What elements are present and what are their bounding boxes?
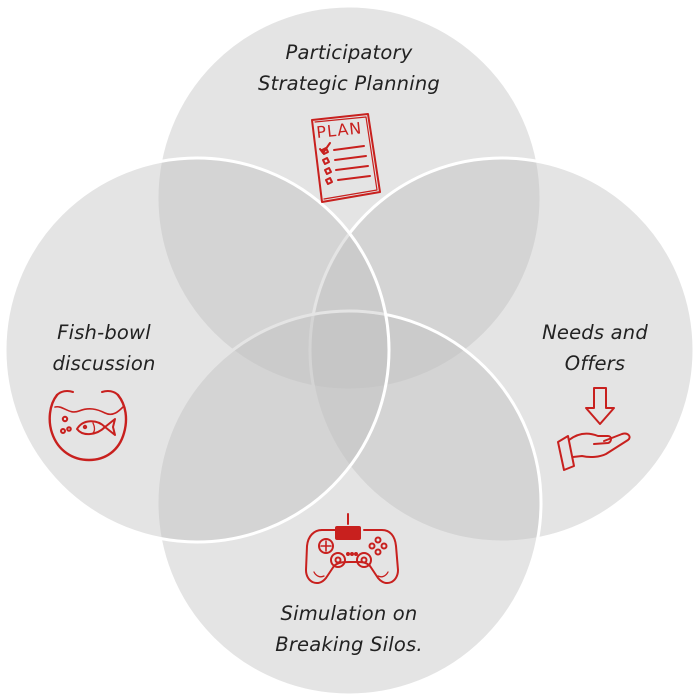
game-controller-icon bbox=[304, 512, 400, 588]
label-simulation-on-breaking-silos: Simulation on Breaking Silos. bbox=[229, 598, 469, 660]
label-fish-bowl-discussion: Fish-bowl discussion bbox=[20, 317, 188, 379]
circle-bottom bbox=[155, 309, 543, 697]
label-line: Offers bbox=[564, 352, 626, 375]
plan-document-icon: PLAN bbox=[306, 112, 386, 204]
plan-text: PLAN bbox=[315, 118, 363, 142]
label-line: Simulation on bbox=[280, 602, 418, 625]
label-participatory-strategic-planning: Participatory Strategic Planning bbox=[207, 37, 491, 99]
circle-left bbox=[3, 156, 391, 544]
label-line: Participatory bbox=[285, 41, 413, 64]
fishbowl-icon bbox=[47, 387, 129, 463]
label-line: Strategic Planning bbox=[258, 72, 440, 95]
label-line: discussion bbox=[52, 352, 156, 375]
hand-receiving-arrow-icon bbox=[556, 386, 636, 471]
label-needs-and-offers: Needs and Offers bbox=[516, 317, 674, 379]
controller-screen bbox=[335, 526, 361, 540]
circle-right bbox=[308, 156, 696, 544]
label-line: Needs and bbox=[542, 321, 648, 344]
label-line: Breaking Silos. bbox=[275, 633, 423, 656]
label-line: Fish-bowl bbox=[57, 321, 151, 344]
